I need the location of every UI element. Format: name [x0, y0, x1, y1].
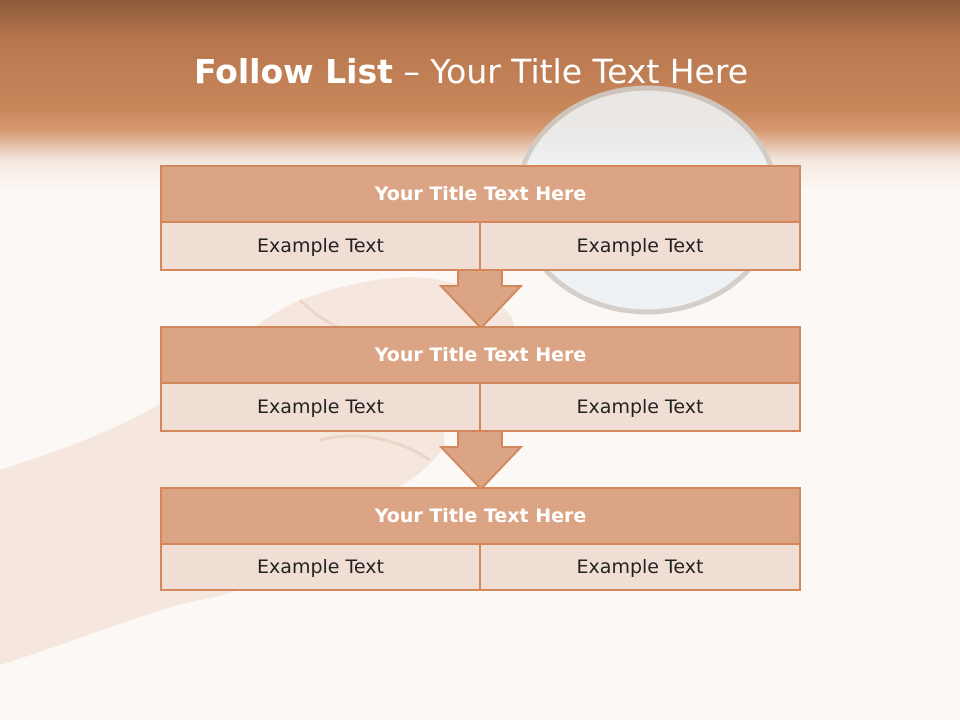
step-title: Your Title Text Here	[160, 326, 801, 384]
step-cell-right: Example Text	[479, 221, 801, 271]
step-cell-left: Example Text	[160, 382, 481, 432]
header-band	[0, 0, 960, 190]
step-cell-right: Example Text	[479, 543, 801, 591]
step-title: Your Title Text Here	[160, 487, 801, 545]
step-cell-left: Example Text	[160, 543, 481, 591]
down-arrow-icon	[438, 430, 524, 491]
step-cell-right: Example Text	[479, 382, 801, 432]
slide-title-bold: Follow List	[193, 52, 393, 91]
down-arrow-icon	[438, 269, 524, 330]
slide-title-rest: – Your Title Text Here	[403, 52, 749, 91]
step-title: Your Title Text Here	[160, 165, 801, 223]
step-cell-left: Example Text	[160, 221, 481, 271]
slide-title: Follow List – Your Title Text Here	[0, 52, 942, 91]
